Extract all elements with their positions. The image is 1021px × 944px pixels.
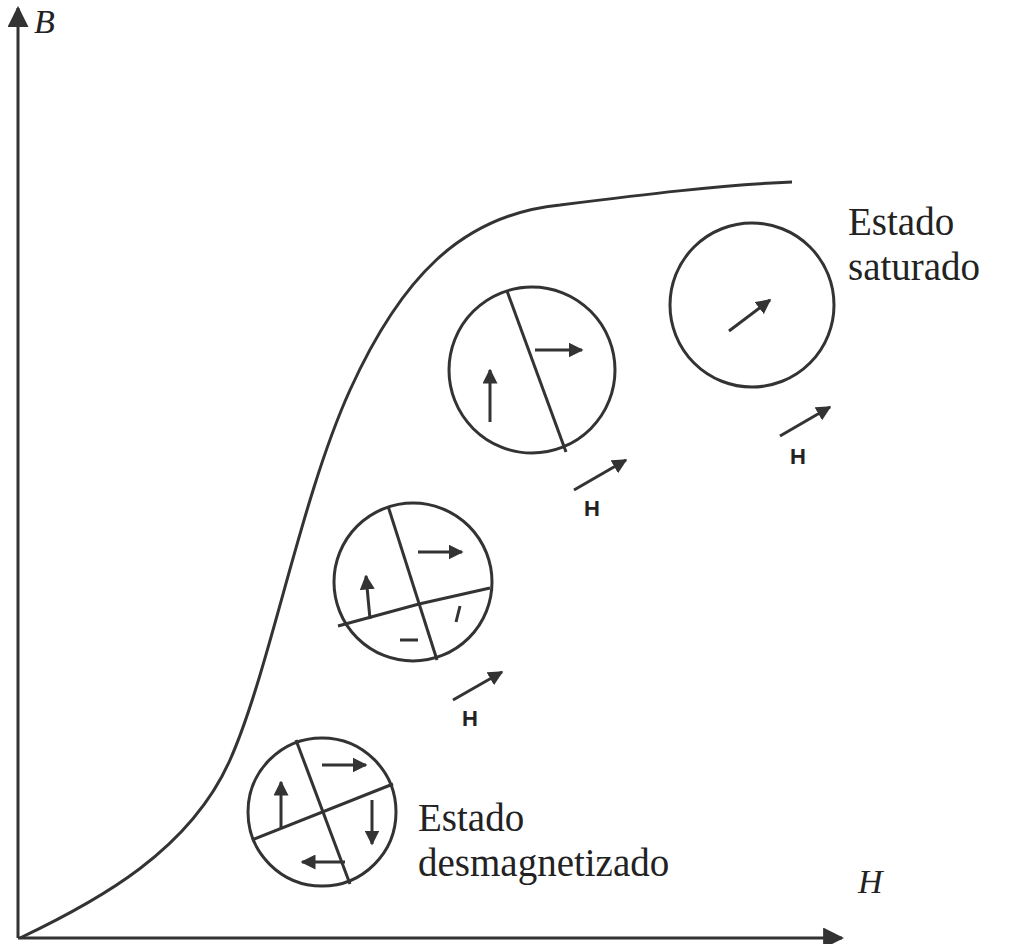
axis-label: H — [858, 862, 883, 901]
field-arrows — [453, 407, 830, 700]
magnetization-curve — [20, 182, 792, 938]
axis-label: B — [34, 2, 55, 41]
domain-circles — [248, 223, 834, 886]
axes — [18, 8, 842, 938]
state-label: Estado saturado — [848, 200, 1016, 290]
field-label: H — [790, 444, 806, 469]
field-label: H — [462, 706, 478, 731]
field-label: H — [584, 496, 600, 521]
state-label: Estado desmagnetizado — [418, 796, 763, 886]
